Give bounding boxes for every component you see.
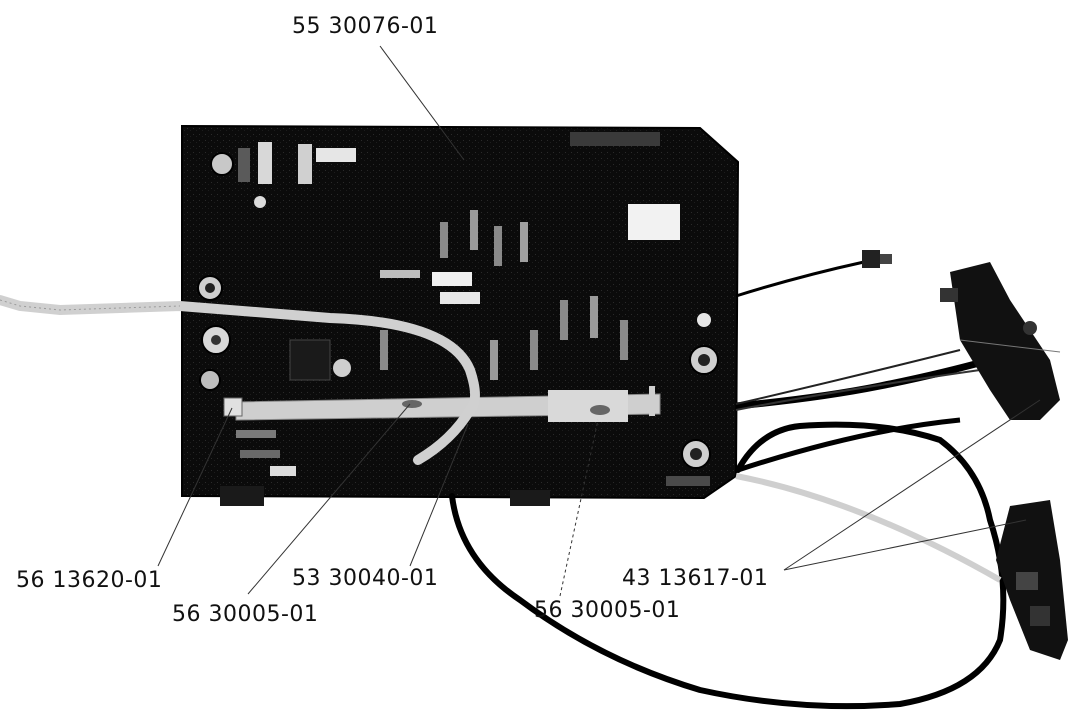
connector-block-upper [940,262,1061,420]
part-label-56-13620-01: 56 13620-01 [16,568,163,593]
black-cable-bottom [449,421,1007,710]
connector-block-lower [996,500,1068,660]
heater-tube [223,386,661,422]
part-label-56-30005-01-left: 56 30005-01 [172,602,319,627]
part-label-55-30076-01: 55 30076-01 [292,14,439,39]
leader-lines [157,45,1041,597]
part-label-53-30040-01: 53 30040-01 [292,566,439,591]
part-label-56-30005-01-right: 56 30005-01 [534,598,681,623]
right-cables [735,250,1002,583]
part-label-43-13617-01: 43 13617-01 [622,566,769,591]
ribbon-cable [0,295,480,465]
